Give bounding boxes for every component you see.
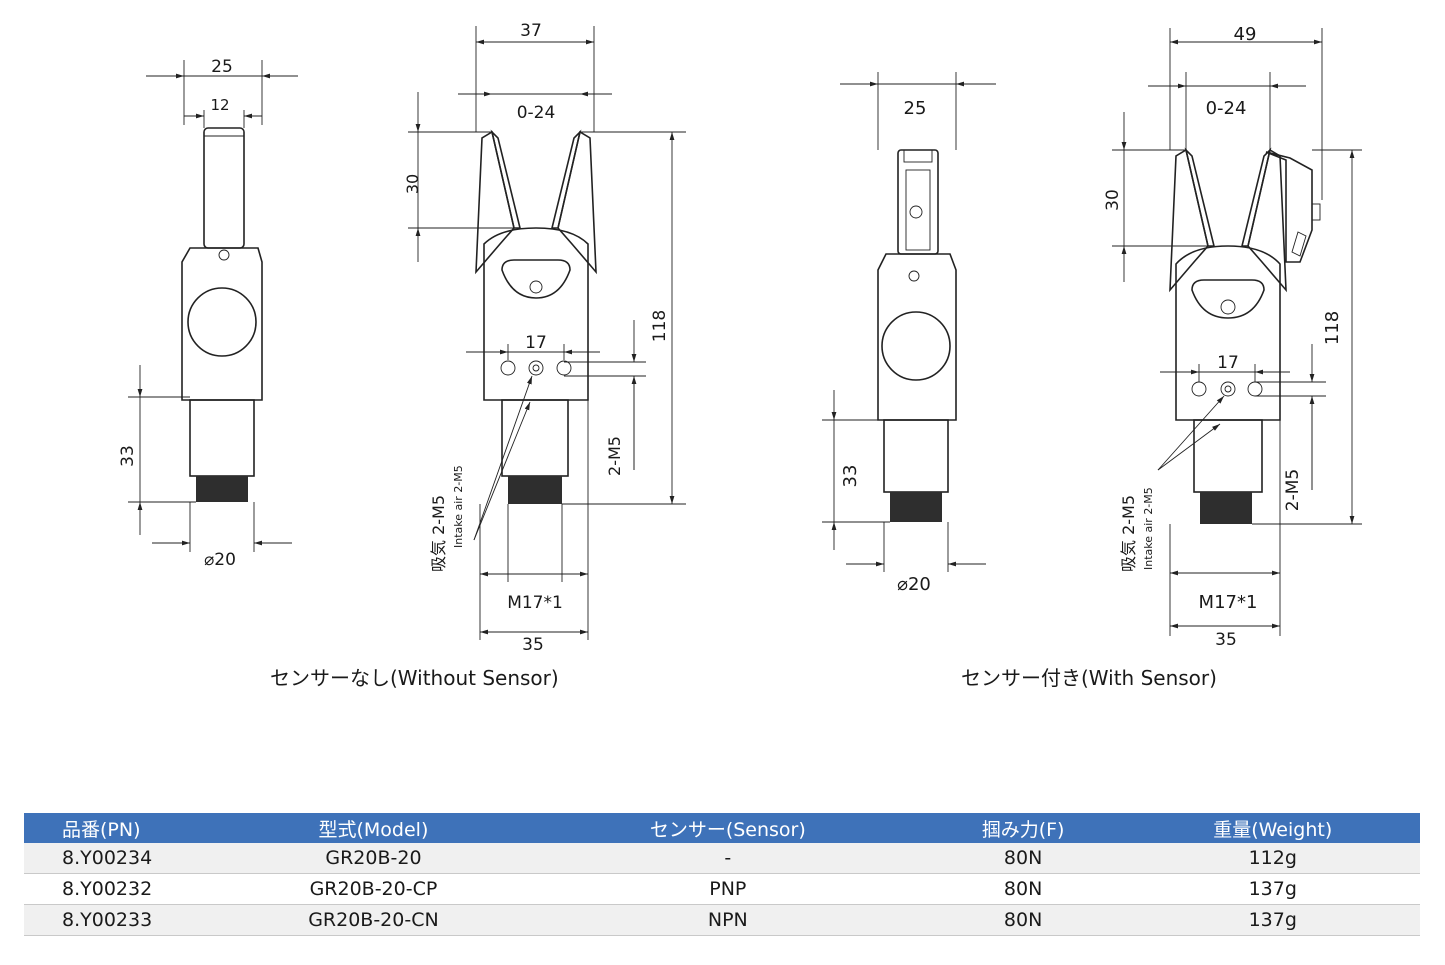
view-with-sensor-front [1112,28,1362,636]
caption-without-sensor: センサーなし(Without Sensor) [270,666,559,690]
air-label-jp: 吸気 2-M5 [429,495,448,572]
dim-thread: M17*1 [507,593,563,613]
header-pn: 品番(PN) [24,813,212,843]
header-force: 掴み力(F) [920,813,1126,843]
table-row: 8.Y00232 GR20B-20-CP PNP 80N 137g [24,873,1420,905]
cell-pn: 8.Y00232 [24,873,212,905]
cell-weight: 137g [1125,904,1420,936]
cell-model: GR20B-20-CP [212,873,535,905]
dim-side-height-ws: 33 [840,465,861,488]
dim-side-inner-width: 12 [210,96,229,114]
dim-stroke: 0-24 [517,103,556,123]
dim-thread-ws: M17*1 [1199,592,1258,613]
dim-bottom-width: 35 [522,635,544,655]
view-without-sensor-side [128,60,298,552]
dim-bottom-width-ws: 35 [1215,630,1237,650]
air-label-jp-ws: 吸気 2-M5 [1119,495,1138,572]
cell-sensor: PNP [534,873,921,905]
cell-weight: 137g [1125,873,1420,905]
dim-side-diameter: ⌀20 [204,550,236,570]
table-row: 8.Y00234 GR20B-20 - 80N 112g [24,843,1420,874]
technical-drawing: 25 12 33 ⌀20 37 0-24 30 118 17 2-M5 吸気 2… [118,21,1362,655]
dim-total-height: 118 [650,310,670,342]
cell-weight: 112g [1125,843,1420,874]
cell-model: GR20B-20-CN [212,904,535,936]
dim-front-top-width: 37 [520,21,542,41]
dim-port-pitch-ws: 17 [1217,353,1239,373]
cell-force: 80N [920,904,1126,936]
cell-sensor: - [534,843,921,874]
cell-force: 80N [920,843,1126,874]
header-weight: 重量(Weight) [1125,813,1420,843]
caption-with-sensor: センサー付き(With Sensor) [961,666,1217,690]
header-model: 型式(Model) [212,813,535,843]
cell-pn: 8.Y00234 [24,843,212,874]
cell-pn: 8.Y00233 [24,904,212,936]
spec-table: 品番(PN) 型式(Model) センサー(Sensor) 掴み力(F) 重量(… [24,813,1420,936]
dimension-labels: 25 12 33 ⌀20 37 0-24 30 118 17 2-M5 吸気 2… [118,21,1343,655]
cell-sensor: NPN [534,904,921,936]
dim-stroke-ws: 0-24 [1206,98,1247,119]
dim-side-height: 33 [118,445,138,467]
view-without-sensor-front [408,26,686,640]
dim-total-height-ws: 118 [1322,311,1343,345]
view-with-sensor-side [822,72,996,572]
air-label-en-ws: Intake air 2-M5 [1142,487,1155,570]
dim-side-diameter-ws: ⌀20 [897,574,931,595]
dim-jaw-length: 30 [403,174,422,194]
header-sensor: センサー(Sensor) [534,813,921,843]
dim-side-width: 25 [211,57,233,77]
cell-model: GR20B-20 [212,843,535,874]
dim-side-width-ws: 25 [904,98,927,119]
spec-table-header: 品番(PN) 型式(Model) センサー(Sensor) 掴み力(F) 重量(… [24,813,1420,843]
dim-front-top-width-ws: 49 [1234,24,1257,45]
cell-force: 80N [920,873,1126,905]
air-label-en: Intake air 2-M5 [452,465,465,548]
dim-port-pitch: 17 [525,333,547,353]
dim-port-label: 2-M5 [605,436,624,476]
dim-jaw-length-ws: 30 [1103,189,1123,211]
dim-port-label-ws: 2-M5 [1283,469,1303,511]
table-row: 8.Y00233 GR20B-20-CN NPN 80N 137g [24,904,1420,936]
